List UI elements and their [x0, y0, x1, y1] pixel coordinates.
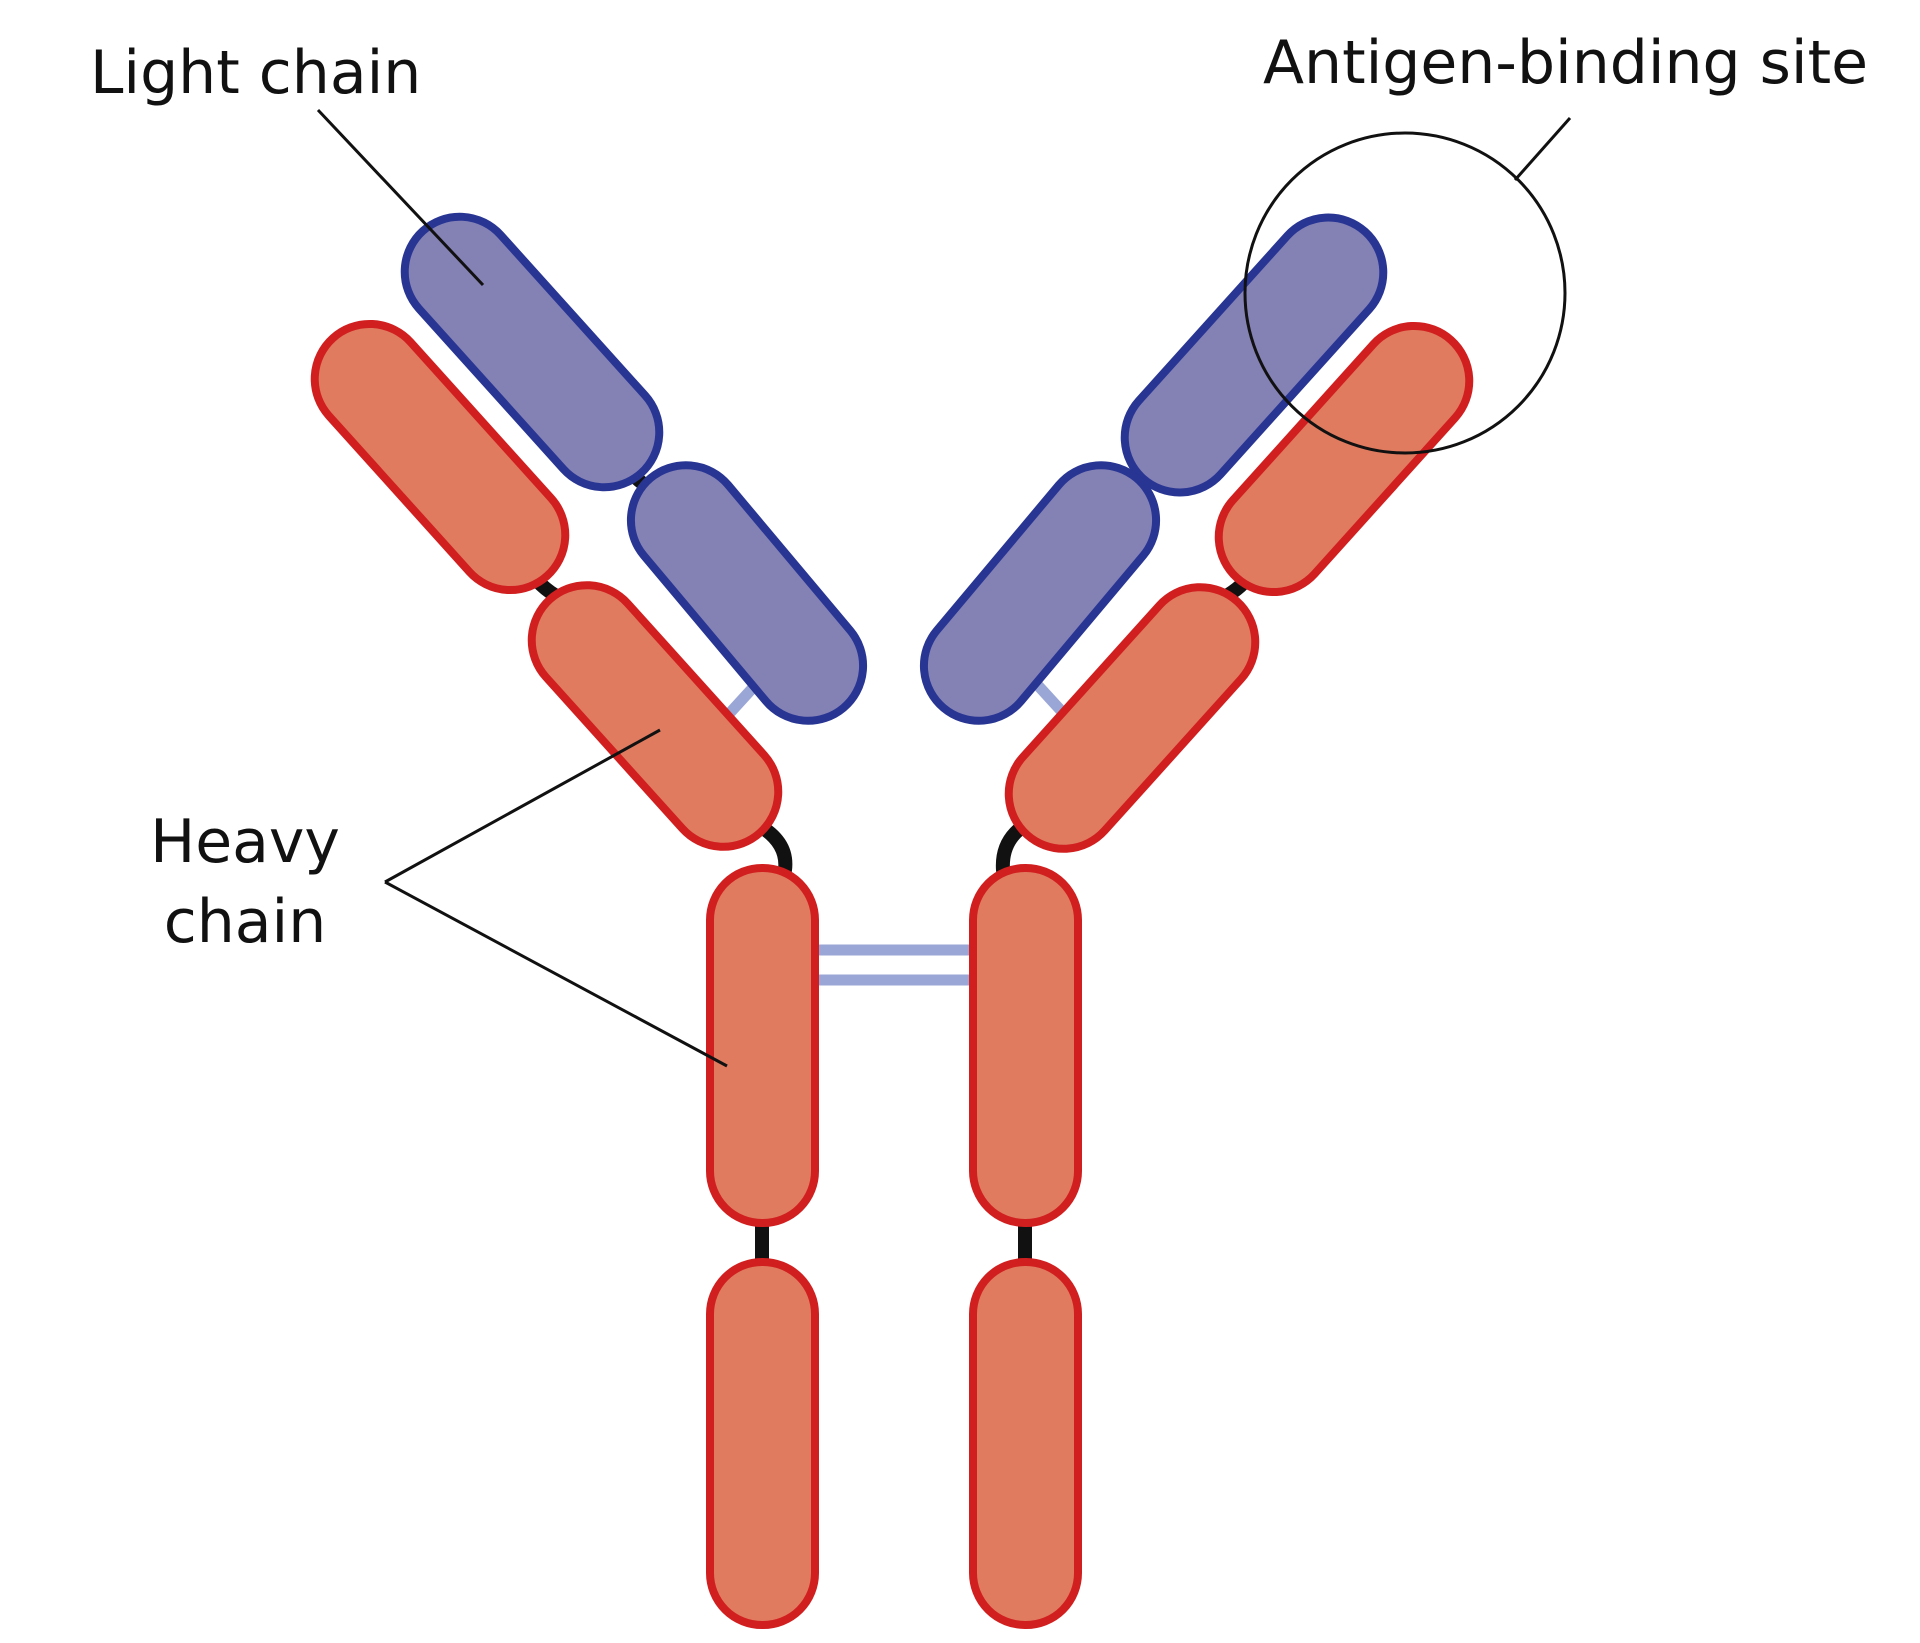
- light-chain-domains: [400, 212, 1388, 725]
- antigen-binding-site-leader-line: [1513, 117, 1572, 181]
- heavy-chain-leader-line-upper: [384, 728, 661, 884]
- heavy-chain-label-line-2: chain: [164, 887, 326, 957]
- right-heavy-constant-domain-3: [969, 1258, 1082, 1629]
- domain-linkers: [518, 448, 1265, 1269]
- light-chain-label: Light chain: [90, 38, 421, 108]
- label-leader-lines: [316, 108, 1572, 1068]
- heavy-chain-label-line-1: Heavy: [150, 807, 340, 877]
- right-heavy-constant-domain-1: [1004, 583, 1260, 853]
- heavy-chain-domains: [310, 319, 1474, 1629]
- left-light-variable-domain: [400, 212, 664, 492]
- antigen-binding-site-label: Antigen-binding site: [1263, 28, 1868, 98]
- light-chain-leader-line: [316, 108, 485, 287]
- left-heavy-variable-domain: [310, 319, 570, 595]
- left-heavy-constant-domain-1: [527, 581, 783, 851]
- right-light-constant-domain: [919, 461, 1161, 725]
- right-heavy-constant-domain-2: [969, 864, 1082, 1227]
- heavy-chain-leader-line-lower: [384, 880, 728, 1068]
- left-heavy-constant-domain-2: [706, 864, 819, 1227]
- right-heavy-variable-domain: [1214, 321, 1474, 597]
- left-heavy-constant-domain-3: [706, 1258, 819, 1629]
- antigen-binding-site-circle: [1243, 131, 1567, 455]
